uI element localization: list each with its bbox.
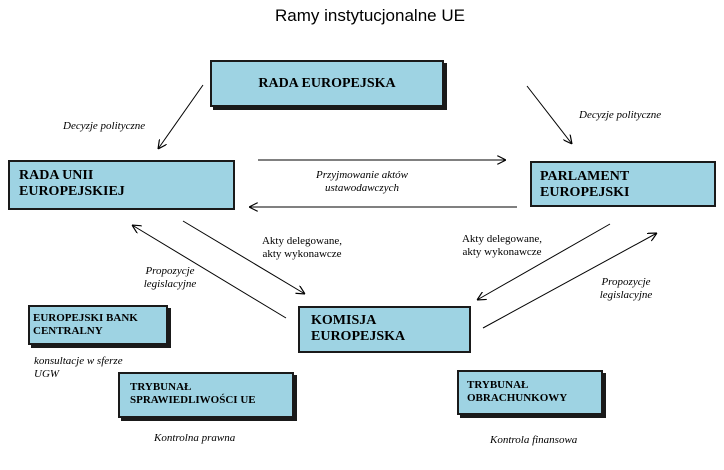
arrow-rada-unii-to-komisja: [182, 220, 305, 294]
label-konsultacje-line1: konsultacje w sferze: [34, 355, 123, 367]
label-przyjmowanie-line1: Przyjmowanie aktów: [316, 169, 408, 181]
label-propozycje-right-line1: Propozycje: [601, 276, 651, 288]
label-decyzje-polityczne-right: Decyzje polityczne: [579, 109, 662, 121]
box-obrachunkowy-line1: TRYBUNAŁ: [467, 379, 529, 391]
label-akty-right-line2: akty wykonawcze: [462, 246, 542, 259]
page-title: Ramy instytucjonalne UE: [275, 6, 465, 25]
arrow-komisja-to-parlament: [482, 233, 657, 329]
label-przyjmowanie-line2: ustawodawczych: [325, 182, 399, 195]
box-ebc-line2: CENTRALNY: [33, 324, 103, 337]
label-kontrolna-prawna: Kontrolna prawna: [154, 432, 236, 444]
label-akty-left-line1: Akty delegowane,: [261, 235, 343, 247]
box-komisja-line2: EUROPEJSKA: [311, 329, 406, 345]
box-rada-europejska: RADA EUROPEJSKA: [210, 60, 444, 107]
label-propozycje-right: Propozycje legislacyjne: [582, 276, 670, 302]
label-akty-right: Akty delegowane, akty wykonawcze: [444, 233, 560, 259]
box-trybunal-sprawiedliwosci: TRYBUNAŁ SPRAWIEDLIWOŚCI UE: [118, 372, 294, 418]
label-propozycje-left-line2: legislacyjne: [143, 278, 197, 291]
box-tsue-line2: SPRAWIEDLIWOŚCI UE: [130, 393, 256, 406]
label-propozycje-left-line1: Propozycje: [145, 265, 195, 277]
label-propozycje-left: Propozycje legislacyjne: [126, 265, 214, 291]
arrow-parlament-to-komisja: [477, 223, 611, 300]
box-parlament-line1: PARLAMENT: [540, 169, 630, 184]
box-obrachunkowy-line2: OBRACHUNKOWY: [467, 391, 568, 404]
label-konsultacje-line2: UGW: [34, 368, 60, 381]
label-decyzje-polityczne-left: Decyzje polityczne: [63, 120, 146, 132]
box-trybunal-obrachunkowy: TRYBUNAŁ OBRACHUNKOWY: [457, 370, 603, 415]
box-europejski-bank-centralny: EUROPEJSKI BANK CENTRALNY: [28, 305, 168, 345]
label-propozycje-right-line2: legislacyjne: [599, 289, 653, 302]
label-akty-right-line1: Akty delegowane,: [461, 233, 543, 245]
box-rada-unii-europejskiej: RADA UNII EUROPEJSKIEJ: [8, 160, 235, 210]
label-akty-left: Akty delegowane, akty wykonawcze: [244, 235, 360, 261]
label-akty-left-line2: akty wykonawcze: [262, 248, 342, 261]
arrow-komisja-to-rada-unii: [132, 225, 287, 319]
arrow-re-to-parlament: [526, 85, 572, 144]
box-parlament-europejski: PARLAMENT EUROPEJSKI: [530, 161, 716, 207]
label-konsultacje-ugw: konsultacje w sferze UGW: [34, 355, 123, 381]
box-komisja-europejska: KOMISJA EUROPEJSKA: [298, 306, 471, 353]
box-parlament-line2: EUROPEJSKI: [540, 185, 630, 201]
box-komisja-line1: KOMISJA: [311, 313, 377, 328]
label-kontrola-finansowa: Kontrola finansowa: [490, 434, 578, 446]
arrow-re-to-rada-unii: [158, 84, 204, 149]
box-rada-europejska-label: RADA EUROPEJSKA: [258, 76, 396, 91]
box-rada-unii-line2: EUROPEJSKIEJ: [19, 184, 125, 200]
box-ebc-line1: EUROPEJSKI BANK: [33, 312, 138, 324]
box-rada-unii-line1: RADA UNII: [19, 168, 94, 183]
label-przyjmowanie-aktow: Przyjmowanie aktów ustawodawczych: [300, 169, 424, 195]
box-tsue-line1: TRYBUNAŁ: [130, 381, 192, 393]
